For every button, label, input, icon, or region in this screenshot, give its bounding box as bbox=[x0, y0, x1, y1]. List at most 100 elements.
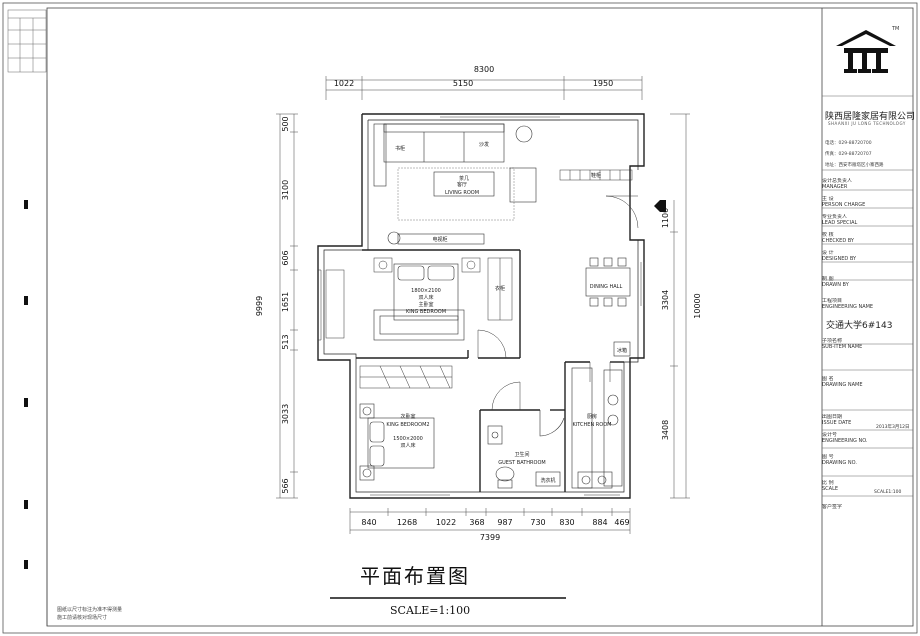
bed2-label: 双人床 bbox=[400, 442, 415, 449]
master-door bbox=[477, 329, 507, 359]
tea-table-label: 茶几 bbox=[459, 175, 469, 182]
nightstands bbox=[373, 257, 481, 273]
stamp-mark bbox=[24, 398, 28, 407]
bed1-room: 主卧室 bbox=[418, 301, 433, 308]
dim-left-seg-7: 566 bbox=[281, 478, 290, 493]
dim-left-seg-4: 1651 bbox=[281, 292, 290, 312]
kitchen-label: 厨房 bbox=[587, 413, 597, 420]
company-address: 地址：西安市雁塔区小寨西路 bbox=[825, 163, 884, 168]
bed1-code: KING BEDROOM bbox=[406, 309, 446, 315]
dim-right-seg-1: 3304 bbox=[661, 290, 670, 310]
dim-left-seg-3: 606 bbox=[281, 250, 290, 265]
dim-top-seg-2: 5150 bbox=[453, 79, 473, 88]
stamp-mark bbox=[24, 560, 28, 569]
dim-bottom-seg-3: 1022 bbox=[436, 518, 456, 527]
bathroom-fixtures bbox=[487, 410, 565, 489]
dim-right-total: 10000 bbox=[693, 293, 702, 318]
bed2-code: KING BEDROOM2 bbox=[386, 422, 429, 428]
title-block-grid bbox=[822, 95, 913, 497]
issue-date: 2013年3月12日 bbox=[876, 425, 910, 430]
scale-value: SCALE1:100 bbox=[874, 490, 902, 495]
company-name: 陕西居隆家居有限公司 bbox=[825, 112, 916, 122]
left-stamp-table bbox=[7, 9, 47, 73]
dim-left-seg-1: 500 bbox=[281, 116, 290, 131]
wash-label: 洗衣机 bbox=[540, 477, 555, 484]
bath-label: 卫生间 bbox=[514, 451, 529, 458]
dim-left-seg-2: 3100 bbox=[281, 180, 290, 200]
tv-cabinet-label: 电视柜 bbox=[432, 236, 447, 243]
entry-marker bbox=[654, 200, 666, 212]
title-block: 陕西居隆家居有限公司 SHAANXI JU LONG TECHNOLOGY 电话… bbox=[822, 8, 917, 626]
bath-code: GUEST BATHROOM bbox=[498, 460, 545, 466]
dim-bottom-seg-2: 1268 bbox=[397, 518, 417, 527]
company-name-en: SHAANXI JU LONG TECHNOLOGY bbox=[828, 121, 906, 126]
dim-bottom-seg-7: 830 bbox=[559, 518, 574, 527]
tb-client-sign-label: 客户签字 bbox=[822, 504, 843, 510]
walls bbox=[317, 113, 645, 499]
bed2-dim: 1500×2000 bbox=[393, 436, 423, 442]
armchair bbox=[509, 125, 537, 203]
sofa-label: 沙发 bbox=[479, 141, 489, 148]
bookcase-label: 书柜 bbox=[395, 145, 405, 152]
logo-tm: TM bbox=[891, 26, 899, 32]
dining-table bbox=[585, 257, 631, 307]
second-bed bbox=[359, 403, 435, 481]
stamp-mark bbox=[24, 296, 28, 305]
bed2-room: 次卧室 bbox=[400, 413, 415, 420]
dim-right-seg-2: 3408 bbox=[661, 420, 670, 440]
dim-left-seg-6: 3033 bbox=[281, 404, 290, 424]
dim-bottom-seg-9: 469 bbox=[614, 518, 629, 527]
stamp-mark bbox=[24, 200, 28, 209]
living-label: 客厅 bbox=[457, 181, 467, 188]
dim-bottom-total: 7399 bbox=[480, 533, 500, 542]
kitchen-counters bbox=[571, 367, 623, 489]
company-fax: 传真：029-88720707 bbox=[825, 152, 872, 157]
fridge bbox=[613, 341, 631, 357]
bed1-dim: 1800×2100 bbox=[411, 288, 441, 294]
second-door bbox=[491, 381, 521, 411]
dim-right-small: 1100 bbox=[661, 208, 670, 228]
dim-bottom-seg-4: 368 bbox=[469, 518, 484, 527]
stamp-mark bbox=[24, 500, 28, 509]
master-wardrobe bbox=[325, 257, 513, 339]
coffee-table bbox=[433, 171, 495, 197]
windows bbox=[318, 113, 645, 499]
dim-top-seg-1: 1022 bbox=[334, 79, 354, 88]
dining-code: DINING HALL bbox=[590, 284, 623, 290]
fridge-label: 冰箱 bbox=[617, 347, 627, 354]
tv-cabinet bbox=[387, 231, 485, 245]
drawing-scale: SCALE=1:100 bbox=[390, 604, 471, 617]
dimension-lines bbox=[276, 76, 690, 534]
dim-top-total: 8300 bbox=[474, 65, 494, 74]
dim-bottom-seg-6: 730 bbox=[530, 518, 545, 527]
dim-bottom-seg-1: 840 bbox=[361, 518, 376, 527]
shoe-cabinet bbox=[559, 169, 633, 181]
living-code: LIVING ROOM bbox=[445, 190, 479, 196]
master-bed bbox=[373, 263, 465, 341]
entry-door bbox=[605, 195, 639, 229]
dim-left-total: 9999 bbox=[255, 296, 264, 316]
bed1-label: 双人床 bbox=[418, 294, 433, 301]
kitchen-code: KITCHEN ROOM bbox=[573, 422, 612, 428]
dim-bottom-seg-8: 884 bbox=[592, 518, 607, 527]
second-wardrobe bbox=[359, 365, 453, 389]
dim-bottom-seg-5: 987 bbox=[497, 518, 512, 527]
drawing-title: 平面布置图 bbox=[360, 564, 470, 588]
wardrobe-label: 衣柜 bbox=[495, 285, 505, 292]
rug bbox=[397, 167, 515, 221]
dim-top-seg-3: 1950 bbox=[593, 79, 613, 88]
